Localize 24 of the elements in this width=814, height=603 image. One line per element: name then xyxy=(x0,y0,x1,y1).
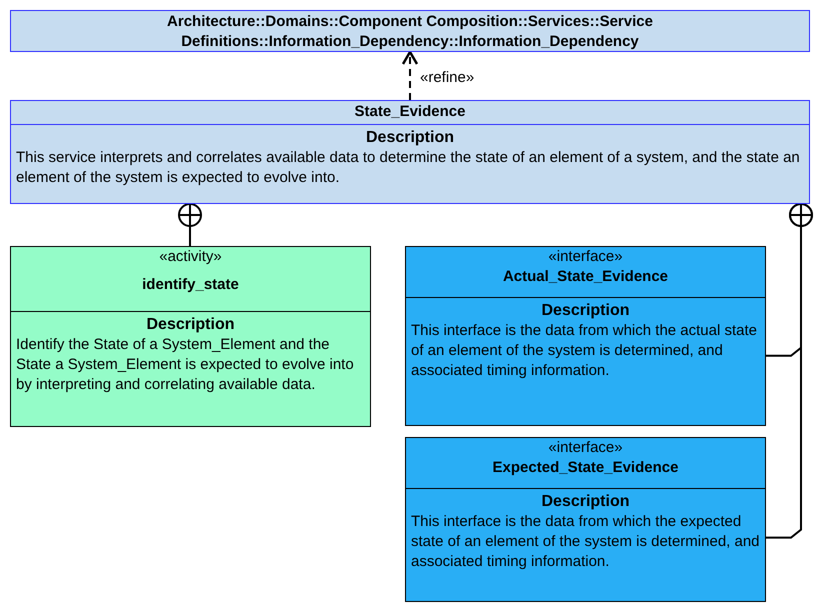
section-heading: Description xyxy=(540,492,630,512)
section-heading: Description xyxy=(364,128,455,148)
description-text: This interface is the data from which the expected state of an element of the system is determined, and associated timing information. xyxy=(411,512,760,572)
section-heading: Description xyxy=(540,301,630,321)
class-box xyxy=(405,246,766,426)
section-heading: Description xyxy=(145,315,236,335)
stereotype-label: «activity» xyxy=(158,247,223,267)
class-box xyxy=(405,437,766,602)
class-name: Expected_State_Evidence xyxy=(492,458,680,478)
description-text: This service interprets and correlates available data to determine the state of an element of a system, and the state an element of the system is expected to evolve into. xyxy=(16,148,801,188)
description-text: This interface is the data from which the actual state of an element of the system is determined, and associated timing information. xyxy=(411,321,758,381)
class-name: State_Evidence xyxy=(354,102,466,122)
stereotype-label: «interface» xyxy=(547,438,624,458)
class-box xyxy=(10,246,371,427)
containment-connector xyxy=(766,203,813,539)
description-text: Identify the State of a System_Element and the State a System_Element is expected to evolve into by interpreting and correlating available data. xyxy=(16,335,355,395)
class-name: identify_state xyxy=(141,275,240,295)
stereotype-label: «interface» xyxy=(547,247,624,267)
package-box xyxy=(10,100,810,204)
class-name: Architecture::Domains::Component Composition::Services::Service Definitions::Information_Dependency::Information_Dependency xyxy=(166,12,654,52)
arrow xyxy=(402,50,418,100)
containment-connector xyxy=(178,203,202,246)
class-name: Actual_State_Evidence xyxy=(502,267,670,287)
package-box xyxy=(10,10,810,52)
